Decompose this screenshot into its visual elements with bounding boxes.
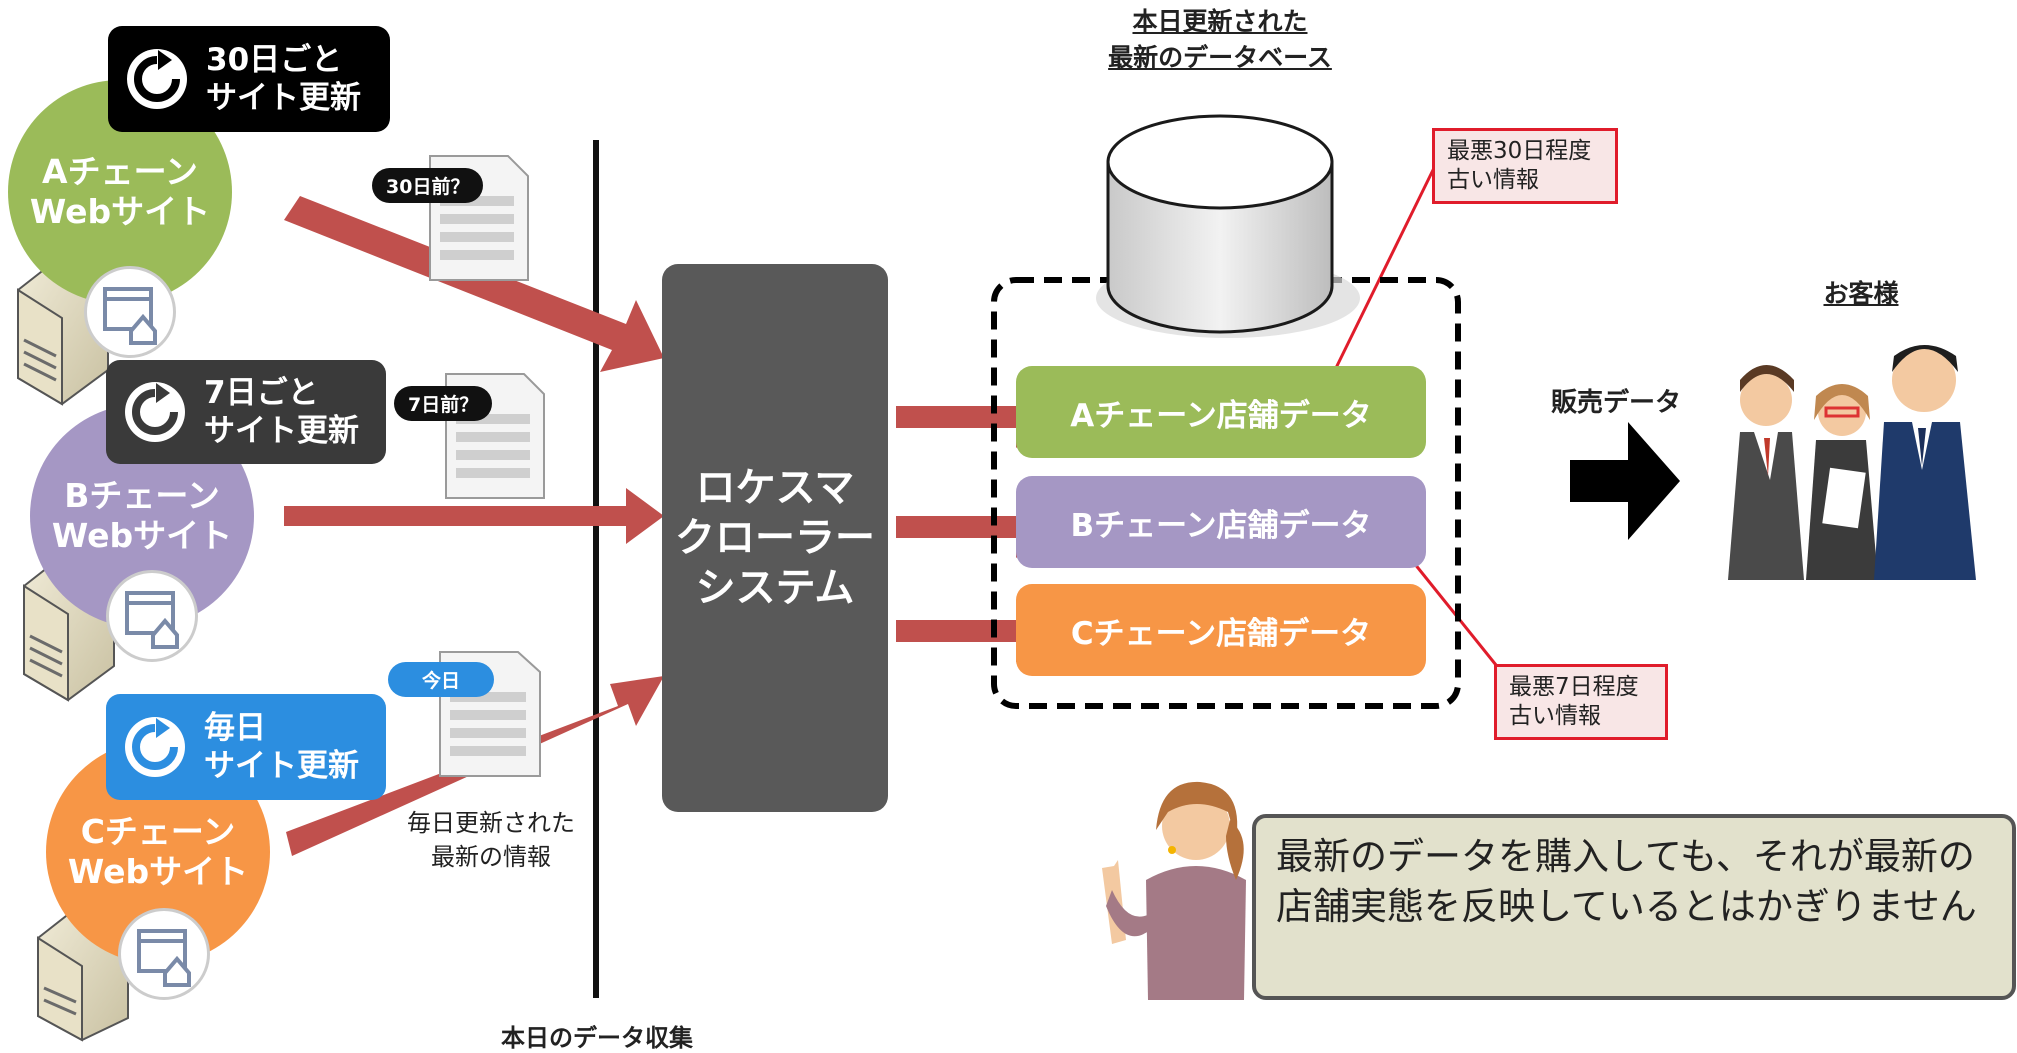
database-cylinder-icon [1096, 114, 1360, 338]
refresh-icon [127, 49, 187, 109]
update-badge-a: 30日ごとサイト更新 [108, 26, 390, 132]
customers-label: お客様 [1823, 279, 1899, 308]
update-badge-b-line1: 7日ごと [204, 375, 319, 411]
site-c-line2: Webサイト [67, 852, 249, 891]
crawler-line1: ロケスマ [695, 465, 855, 511]
update-badge-a-line2: サイト更新 [206, 80, 361, 116]
refresh-icon [125, 382, 185, 442]
webpage-icon-a [84, 266, 176, 358]
update-badge-c-line2: サイト更新 [204, 748, 359, 784]
warning-pointer-a [1332, 167, 1436, 373]
update-badge-c-line1: 毎日 [204, 710, 266, 746]
warning-30days-line1: 最悪30日程度 [1447, 138, 1592, 164]
warning-30days: 最悪30日程度 古い情報 [1432, 128, 1618, 204]
database-title-line1: 本日更新された [1132, 7, 1308, 36]
warning-7days-line1: 最悪7日程度 [1509, 674, 1639, 700]
doc-tag-7days: 7日前？ [394, 386, 493, 421]
warning-7days: 最悪7日程度 古い情報 [1494, 664, 1668, 740]
store-data-a: Aチェーン店舗データ [1016, 366, 1426, 458]
doc-tag-30days: 30日前？ [372, 168, 484, 203]
warning-7days-line2: 古い情報 [1509, 703, 1601, 729]
database-title: 本日更新された 最新のデータベース [1090, 4, 1350, 76]
arrow-b-to-crawler [284, 488, 664, 544]
message-callout: 最新のデータを購入しても、それが最新の 店舗実態を反映しているとはかぎりません [1252, 814, 2016, 1000]
presenter-illustration [1102, 781, 1246, 1000]
doc-tag-today: 今日 [388, 662, 495, 697]
update-badge-b-line2: サイト更新 [204, 413, 359, 449]
webpage-icon-c [118, 908, 210, 1000]
update-badge-c: 毎日サイト更新 [106, 694, 386, 800]
refresh-icon [125, 717, 185, 777]
collection-label: 本日のデータ収集 [501, 1024, 693, 1052]
sales-label: 販売データ [1550, 388, 1681, 418]
crawler-line2: クローラー [675, 515, 875, 561]
store-data-c: Cチェーン店舗データ [1016, 584, 1426, 676]
callout-line1: 最新のデータを購入しても、それが最新の [1276, 835, 1975, 878]
webpage-icon-b [106, 570, 198, 662]
site-b-line2: Webサイト [51, 516, 233, 555]
site-a-line2: Webサイト [29, 192, 211, 231]
daily-note: 毎日更新された 最新の情報 [386, 806, 596, 874]
store-data-b: Bチェーン店舗データ [1016, 476, 1426, 568]
daily-note-line1: 毎日更新された [407, 809, 575, 837]
database-title-line2: 最新のデータベース [1108, 43, 1332, 72]
crawler-system: ロケスマ クローラー システム [662, 264, 888, 812]
site-a-line1: Aチェーン [42, 152, 198, 191]
site-b-line1: Bチェーン [64, 476, 220, 515]
warning-30days-line2: 古い情報 [1447, 167, 1539, 193]
update-badge-b: 7日ごとサイト更新 [106, 360, 386, 464]
customers-illustration [1728, 345, 1976, 580]
sales-arrow [1570, 422, 1680, 540]
arrow-a-to-crawler [284, 196, 664, 372]
crawler-line3: システム [695, 565, 855, 611]
site-c-line1: Cチェーン [80, 812, 236, 851]
callout-line2: 店舗実態を反映しているとはかぎりません [1276, 885, 1977, 928]
daily-note-line2: 最新の情報 [431, 843, 551, 871]
warning-pointer-b [1400, 547, 1502, 671]
update-badge-a-line1: 30日ごと [206, 42, 343, 78]
